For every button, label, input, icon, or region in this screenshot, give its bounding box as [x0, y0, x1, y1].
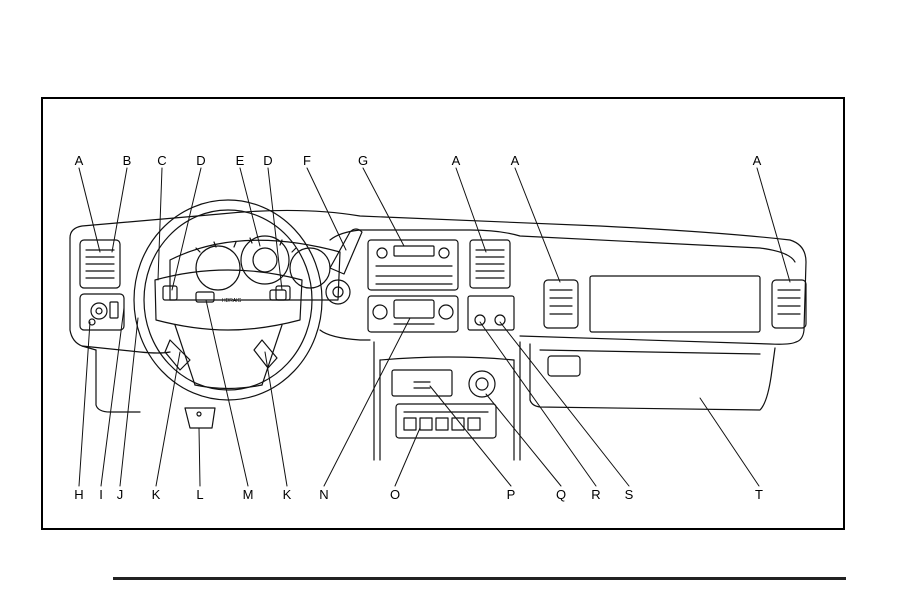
- callout-label-f: F: [303, 153, 311, 168]
- glove-box-latch: [548, 356, 580, 376]
- callout-label-a: A: [452, 153, 461, 168]
- callout-label-s: S: [625, 487, 634, 502]
- callout-label-l: L: [196, 487, 203, 502]
- left-air-vent: [80, 240, 120, 288]
- callout-label-r: R: [591, 487, 600, 502]
- audio-system: [368, 240, 458, 290]
- callout-label-c: C: [157, 153, 166, 168]
- dashboard-outline: [70, 210, 806, 460]
- callout-label-e: E: [236, 153, 245, 168]
- callout-label-a: A: [753, 153, 762, 168]
- callout-label-a: A: [75, 153, 84, 168]
- callout-label-j: J: [117, 487, 124, 502]
- callout-label-b: B: [123, 153, 132, 168]
- callout-label-d: D: [196, 153, 205, 168]
- callout-label-m: M: [243, 487, 254, 502]
- callout-label-k: K: [152, 487, 161, 502]
- hood-release-handle: [185, 408, 215, 428]
- callout-label-a: A: [511, 153, 520, 168]
- passenger-center-vent: [544, 280, 578, 328]
- steering-wheel-logo: HDRAIG: [222, 298, 242, 304]
- center-air-vent: [470, 240, 510, 288]
- callout-label-h: H: [74, 487, 83, 502]
- callout-label-p: P: [507, 487, 516, 502]
- callout-label-t: T: [755, 487, 763, 502]
- callout-label-q: Q: [556, 487, 566, 502]
- callout-label-o: O: [390, 487, 400, 502]
- accessory-power-outlets: [468, 296, 514, 330]
- passenger-dash-panel: [590, 276, 760, 332]
- callout-label-d: D: [263, 153, 272, 168]
- climate-controls: [368, 296, 458, 332]
- callout-label-k: K: [283, 487, 292, 502]
- headlamp-switch-panel: [80, 294, 124, 330]
- callout-label-g: G: [358, 153, 368, 168]
- gear-shift-lever: [330, 229, 362, 274]
- callout-label-n: N: [319, 487, 328, 502]
- passenger-side-vent: [772, 280, 806, 328]
- callout-label-i: I: [99, 487, 103, 502]
